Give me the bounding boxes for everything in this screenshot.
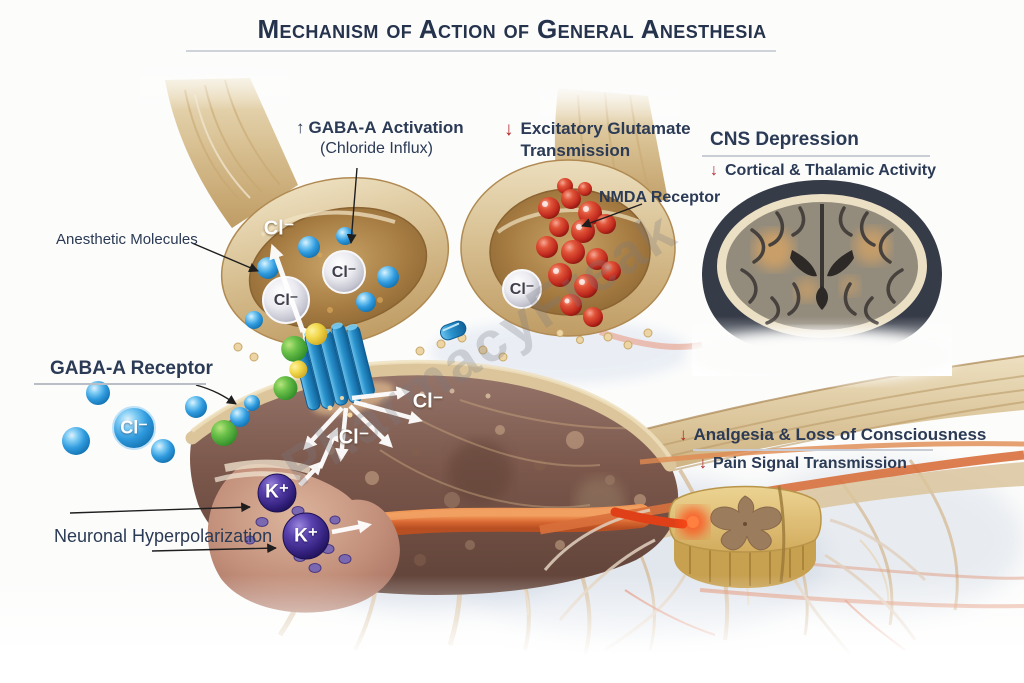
- potassium-ion-label: K⁺: [265, 481, 289, 503]
- glutamate-line1: Excitatory Glutamate: [520, 119, 691, 138]
- glutamate-vesicles: [502, 178, 621, 327]
- chloride-sphere-label: Cl⁻: [331, 264, 357, 281]
- chloride-influx-arrows: [303, 386, 423, 469]
- label-cortical-thalamic: ↓ Cortical & Thalamic Activity: [710, 161, 936, 181]
- left-trunk-fade: [140, 55, 290, 110]
- pain-signal-line2: Pain Signal Transmission: [713, 455, 907, 472]
- chloride-sphere-label: Cl⁻: [120, 417, 148, 438]
- page-title: Mechanism of Action of General Anesthesi…: [257, 14, 767, 44]
- label-analgesia: ↓ Analgesia & Loss of Consciousness: [679, 424, 986, 446]
- cns-underline: [702, 155, 930, 157]
- gabaa-activation-term: GABA-A: [308, 118, 377, 137]
- chloride-sphere-label: Cl⁻: [273, 292, 299, 309]
- down-arrow-icon: ↓: [710, 162, 718, 179]
- down-arrow-icon: ↓: [679, 425, 688, 444]
- chloride-ion-label: Cl⁻: [338, 426, 370, 449]
- bottom-fade: [0, 575, 1024, 683]
- label-pointer-arrows: [69, 167, 643, 554]
- label-neuronal-hyperpolarization: Neuronal Hyperpolarization: [54, 526, 273, 546]
- chloride-ion-label: Cl⁻: [263, 217, 295, 240]
- pain-nerve-fiber: [610, 507, 688, 529]
- anesthetic-capsule: [440, 320, 467, 341]
- potassium-sphere: [257, 473, 297, 513]
- gabaa-receptor-channel: [273, 322, 394, 416]
- cns-subtext: Cortical & Thalamic Activity: [725, 162, 937, 179]
- chloride-influx-subtext: (Chloride Influx): [320, 139, 433, 157]
- label-glutamate-transmission: ↓ Excitatory Glutamate Transmission: [504, 118, 691, 162]
- glutamate-line2: Transmission: [520, 140, 631, 160]
- gaba-presynaptic-terminal: [165, 78, 450, 358]
- right-trunk-fade: [540, 78, 680, 128]
- chloride-sphere-label: Cl⁻: [509, 281, 535, 298]
- up-arrow-icon: ↑: [296, 118, 305, 137]
- label-pain-signal: ↓ Pain Signal Transmission: [699, 454, 907, 474]
- title-underline: [186, 50, 776, 52]
- label-gabaa-receptor: GABA-A Receptor: [50, 358, 213, 379]
- brain-cross-section: [687, 180, 957, 382]
- label-cns-depression: CNS Depression: [710, 129, 859, 150]
- analgesia-underline: [693, 449, 933, 451]
- down-arrow-icon: ↓: [504, 119, 514, 140]
- potassium-sphere: [282, 512, 330, 560]
- gabaa-receptor-underline: [34, 383, 206, 385]
- gabaa-activation-rest: Activation: [381, 118, 464, 137]
- label-nmda-receptor: NMDA Receptor: [599, 189, 721, 206]
- potassium-ion-label: K⁺: [294, 525, 318, 547]
- down-arrow-icon: ↓: [699, 455, 707, 472]
- free-chloride-ions: [62, 381, 260, 463]
- label-anesthetic-molecules: Anesthetic Molecules: [56, 231, 198, 248]
- chloride-ion-label: Cl⁻: [412, 390, 444, 413]
- analgesia-line1: Analgesia & Loss of Consciousness: [693, 425, 987, 444]
